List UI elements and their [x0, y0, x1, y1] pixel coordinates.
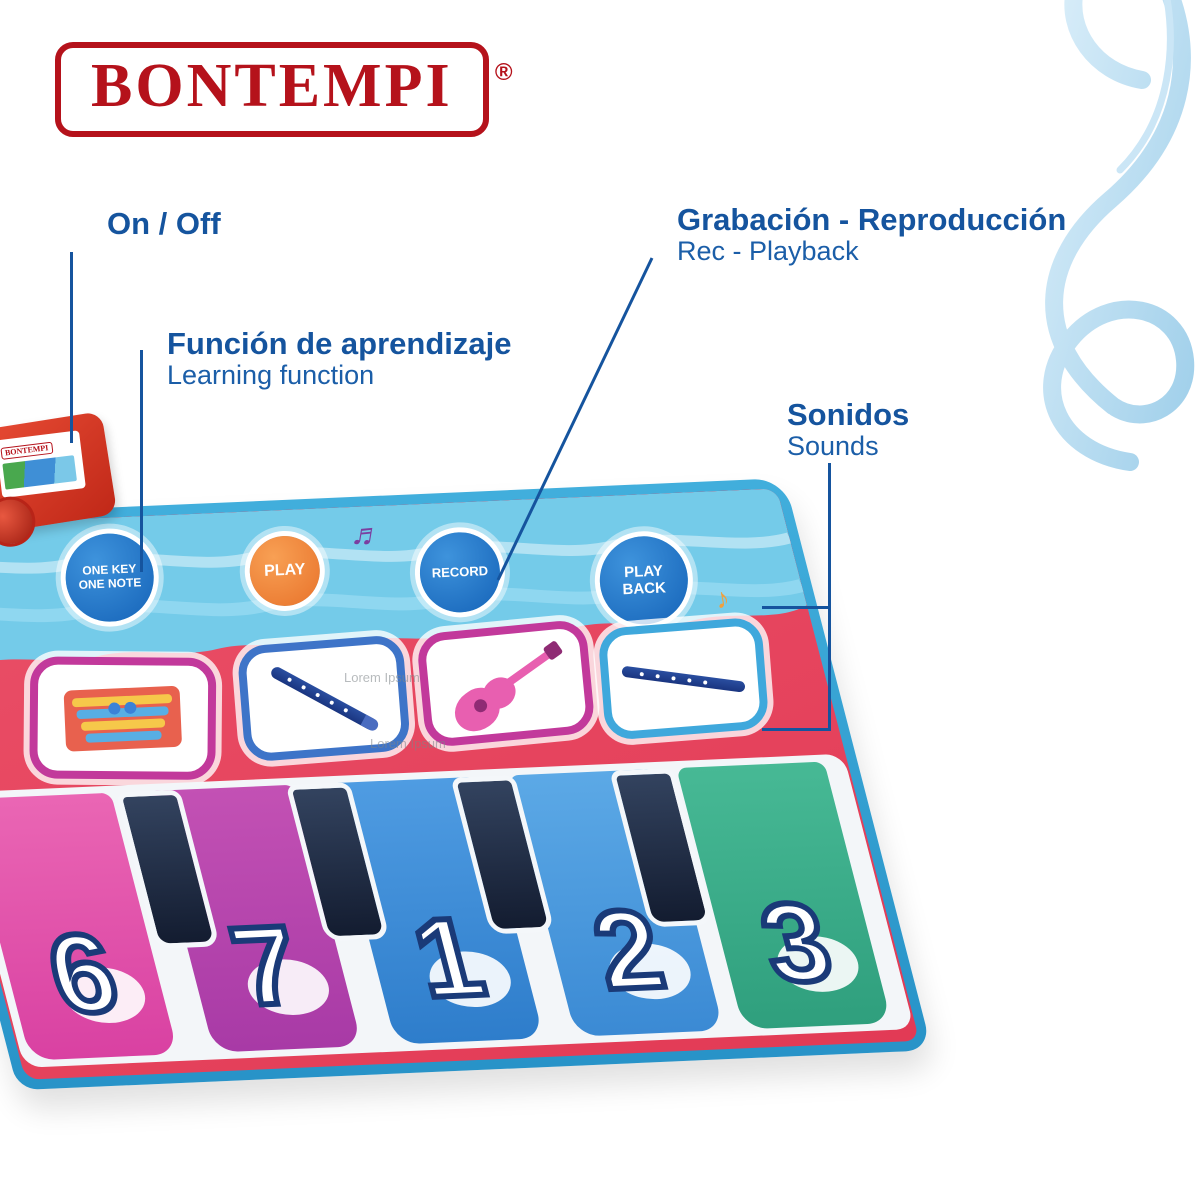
play-back-label-line2: BACK [622, 579, 667, 599]
xylophone-icon [63, 685, 183, 752]
brand-logo: BONTEMPI ® [55, 42, 513, 138]
annotation-recording-subtitle: Rec - Playback [677, 236, 859, 267]
flute-icon [621, 665, 746, 693]
annotation-sounds-title: Sonidos [787, 397, 910, 432]
play-button-label: PLAY [263, 560, 306, 580]
key-number: 3 [746, 876, 846, 1008]
device-label-artwork [2, 455, 77, 490]
one-key-one-note-label-line2: ONE NOTE [78, 575, 142, 592]
brand-logo-text: BONTEMPI [91, 52, 453, 120]
leader-line-on-off [70, 252, 73, 443]
pad-flute [597, 616, 770, 741]
watermark-text: Lorem Ipsum [370, 736, 446, 751]
play-back-label-line1: PLAY [623, 562, 664, 581]
key-number: 6 [33, 907, 133, 1039]
device-label: BONTEMPI [0, 430, 86, 499]
leader-tick-sounds-bottom [762, 728, 830, 731]
record-button-label: RECORD [431, 562, 489, 581]
music-note-icon: ♬ [348, 513, 387, 555]
annotation-on-off-title: On / Off [107, 206, 221, 241]
registered-trademark: ® [494, 59, 513, 86]
annotation-learning: Función de aprendizaje Learning function [167, 327, 512, 392]
pad-xylophone [29, 656, 217, 780]
power-control-unit: BONTEMPI [0, 411, 118, 551]
keyboard: 6 7 1 2 3 [0, 753, 915, 1068]
treble-clef-icon [1043, 0, 1195, 471]
annotation-learning-title: Función de aprendizaje [167, 326, 512, 361]
annotation-recording-title: Grabación - Reproducción [677, 202, 1067, 237]
guitar-icon [434, 620, 577, 747]
annotation-sounds: Sonidos Sounds [787, 398, 909, 463]
watermark-text: Lorem Ipsum [344, 670, 420, 685]
device-brand-text: BONTEMPI [0, 441, 53, 460]
annotation-sounds-subtitle: Sounds [787, 431, 879, 462]
leader-tick-sounds-top [762, 606, 830, 609]
annotation-learning-subtitle: Learning function [167, 360, 375, 391]
pad-guitar [415, 618, 596, 749]
playmat-surface: ONE KEY ONE NOTE PLAY RECORD PLAY BACK ♬… [0, 488, 920, 1080]
leader-line-learning [140, 350, 143, 572]
annotation-on-off: On / Off [107, 206, 221, 241]
leader-line-sounds [828, 463, 831, 731]
annotation-recording: Grabación - Reproducción Rec - Playback [677, 203, 1066, 268]
